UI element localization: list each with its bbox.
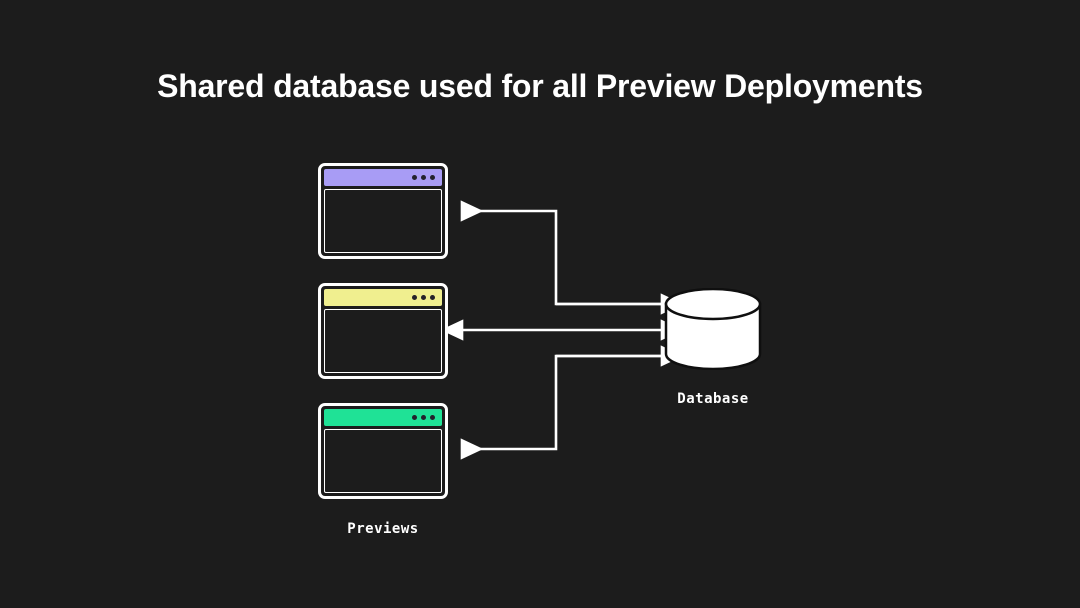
connector-bottom [460,345,684,460]
window-dot-icon [412,295,417,300]
window-titlebar [324,409,442,426]
page-title: Shared database used for all Preview Dep… [157,68,923,104]
window-content [324,189,442,253]
window-dot-icon [421,295,426,300]
window-dot-icon [412,415,417,420]
window-dot-icon [421,175,426,180]
database-cylinder-icon [664,288,762,370]
window-content [324,429,442,493]
window-controls [412,295,435,300]
window-titlebar [324,289,442,306]
window-dot-icon [421,415,426,420]
window-controls [412,175,435,180]
preview-window-3[interactable] [318,403,448,499]
previews-group-label: Previews [347,521,419,537]
window-controls [412,415,435,420]
window-dot-icon [430,175,435,180]
database-label: Database [677,391,749,407]
window-dot-icon [430,295,435,300]
window-content [324,309,442,373]
window-dot-icon [412,175,417,180]
preview-window-1[interactable] [318,163,448,259]
connector-top [460,200,684,315]
preview-window-2[interactable] [318,283,448,379]
window-dot-icon [430,415,435,420]
window-titlebar [324,169,442,186]
